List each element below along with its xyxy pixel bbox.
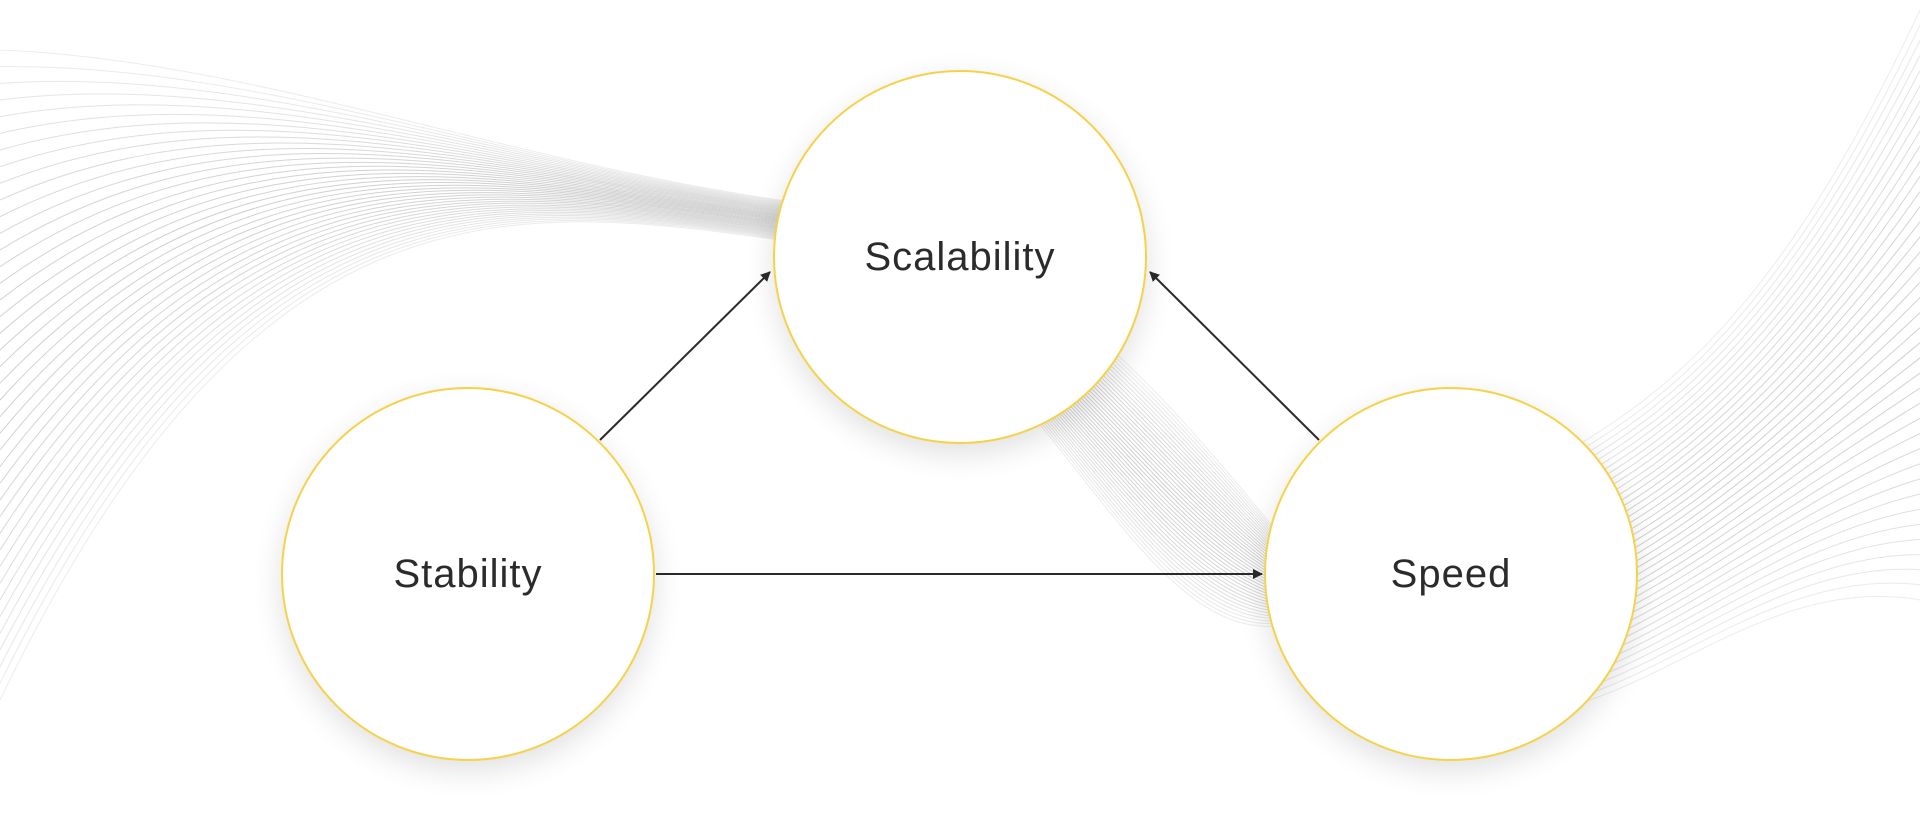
wave-line bbox=[0, 24, 1920, 684]
node-label: Stability bbox=[393, 551, 543, 596]
wave-line bbox=[0, 100, 1920, 612]
wave-line bbox=[0, 55, 1920, 651]
node-speed: Speed bbox=[1264, 387, 1638, 761]
node-label: Scalability bbox=[864, 234, 1056, 279]
wave-line bbox=[0, 70, 1920, 634]
arrow-speed-to-scalability bbox=[1149, 271, 1320, 441]
node-label: Speed bbox=[1390, 551, 1512, 596]
wave-line bbox=[0, 85, 1920, 617]
node-stability: Stability bbox=[281, 387, 655, 761]
wave-line bbox=[0, 40, 1920, 667]
arrow-stability-to-scalability bbox=[599, 271, 771, 441]
node-scalability: Scalability bbox=[773, 70, 1147, 444]
wave-line bbox=[0, 9, 1920, 701]
